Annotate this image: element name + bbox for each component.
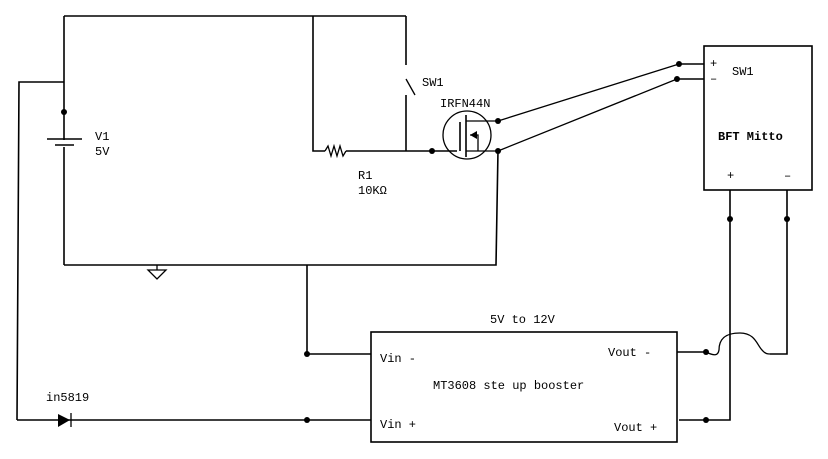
booster-to-load-wires [677,190,788,421]
junction-dot [429,148,435,154]
junction-dot [304,351,310,357]
junction-dot [674,76,680,82]
wire-source-to-sw-minus [497,78,678,152]
load-pwr-minus-label: – [784,169,791,183]
load-pwr-plus-label: + [727,169,734,183]
wire-resistor-left [312,16,325,152]
wire-load-plus-to-vout-plus [706,190,731,421]
load-box [703,45,813,191]
diode-icon [58,414,70,427]
booster-vout-minus-label: Vout - [608,346,651,360]
junction-dot [784,216,790,222]
junction-dot [495,118,501,124]
wire-load-minus-down [770,190,788,355]
main-loop-wires [16,15,499,421]
mosfet-arrow-icon [470,131,477,139]
diode-part-label: in5819 [46,391,89,405]
battery-ref-label: V1 [95,130,109,144]
load-title: BFT Mitto [718,130,783,144]
junction-dot [703,417,709,423]
booster-vout-plus-label: Vout + [614,421,657,435]
mosfet-part-label: IRFN44N [440,97,490,111]
diode-in5819: in5819 [46,391,89,427]
wire-feed-left [16,81,64,421]
resistor-branch: R1 10KΩ [312,16,457,198]
load-switch-label: SW1 [732,65,754,79]
switch-ref-label: SW1 [422,76,444,90]
mosfet-irfn44n: IRFN44N [440,97,498,160]
wire-crossover-vout-minus [705,332,771,356]
load-bft-mitto: + – SW1 BFT Mitto + – [703,45,813,191]
wire-bottom-return [64,149,499,266]
booster-caption: 5V to 12V [490,313,556,327]
junction-dot [703,349,709,355]
junction-dots [61,61,790,423]
resistor-value-label: 10KΩ [358,184,387,198]
switch-sw1: SW1 [405,16,444,151]
booster-vin-plus-label: Vin + [380,418,416,432]
ground-icon [146,269,168,280]
booster-mt3608: 5V to 12V Vin - Vin + Vout - Vout + MT36… [370,313,678,443]
resistor-symbol [324,143,347,159]
mosfet-to-load-wires [497,63,704,152]
junction-dot [495,148,501,154]
load-sw-minus-label: – [710,72,717,86]
junction-dot [304,417,310,423]
mosfet-body [442,110,492,160]
junction-dot [61,109,67,115]
ground-symbol [146,265,168,280]
load-sw-plus-label: + [710,57,717,71]
battery-value-label: 5V [95,145,110,159]
junction-dot [727,216,733,222]
booster-title: MT3608 ste up booster [433,379,584,393]
resistor-ref-label: R1 [358,169,372,183]
booster-box [370,331,678,443]
wire-drain-to-sw-plus [497,63,680,122]
switch-blade [405,78,416,96]
battery-v1: V1 5V [47,130,110,159]
booster-vin-minus-label: Vin - [380,352,416,366]
junction-dot [676,61,682,67]
